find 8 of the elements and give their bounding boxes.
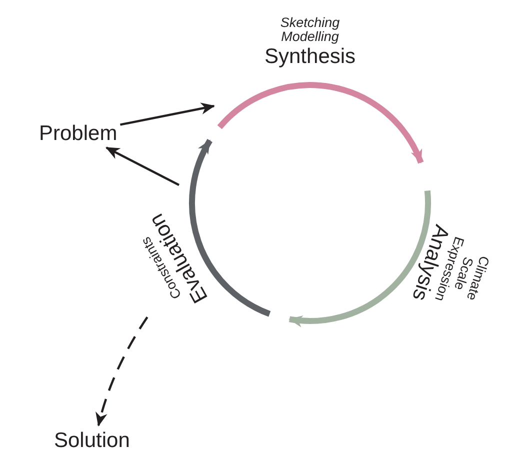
term-label: Solution bbox=[54, 428, 130, 451]
stage-keyword: Sketching bbox=[279, 16, 341, 30]
arrow bbox=[120, 102, 215, 126]
stage-title: Synthesis bbox=[264, 45, 356, 68]
arrow bbox=[96, 316, 148, 426]
arrow bbox=[106, 146, 180, 186]
stage-keyword: Modelling bbox=[281, 30, 339, 46]
term-label: Problem bbox=[39, 122, 118, 145]
